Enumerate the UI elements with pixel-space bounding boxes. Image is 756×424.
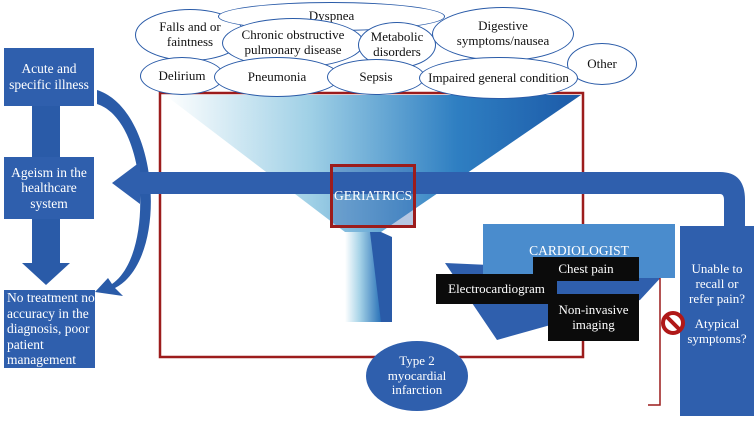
- condition-delirium: Delirium: [140, 57, 224, 95]
- ecg-label: Electrocardiogram: [448, 280, 545, 296]
- geriatrics-label: GERIATRICS: [333, 188, 412, 204]
- no-treatment-box: No treatment no accuracy in the diagnosi…: [4, 290, 95, 368]
- curved-arrow: [95, 90, 151, 296]
- ageism-arrow: [112, 162, 745, 226]
- condition-label: Delirium: [158, 67, 206, 83]
- condition-digestive: Digestive symptoms/nausea: [432, 7, 574, 61]
- prohibition-icon: [661, 311, 685, 335]
- outcome-ellipse: Type 2 myocardial infarction: [366, 341, 468, 411]
- condition-label: Sepsis: [359, 68, 393, 84]
- geriatrics-box: GERIATRICS: [330, 164, 416, 228]
- condition-sepsis: Sepsis: [327, 59, 425, 95]
- cardiologist-label: CARDIOLOGIST: [529, 243, 629, 259]
- condition-impaired: Impaired general condition: [419, 57, 578, 99]
- ecg-box: Electrocardiogram: [436, 274, 557, 304]
- condition-label: Digestive symptoms/nausea: [456, 18, 550, 48]
- no-treatment-label: No treatment no accuracy in the diagnosi…: [7, 290, 95, 368]
- condition-other: Other: [567, 43, 637, 85]
- question-atypical: Atypical symptoms?: [687, 315, 747, 346]
- left-arrow-shaft-1: [32, 103, 60, 159]
- imaging-label: Non-invasive imaging: [558, 301, 629, 332]
- condition-pneumonia: Pneumonia: [214, 57, 340, 97]
- right-box-text: Unable to recall or refer pain? Atypical…: [682, 261, 752, 402]
- condition-label: Impaired general condition: [428, 69, 569, 85]
- condition-label: Pneumonia: [247, 68, 307, 84]
- outcome-label: Type 2 myocardial infarction: [387, 352, 447, 398]
- chest-pain-label: Chest pain: [558, 260, 614, 276]
- imaging-box: Non-invasive imaging: [548, 294, 639, 341]
- funnel-spout: [345, 232, 381, 322]
- ageism-box: Ageism in the healthcare system: [4, 157, 94, 219]
- question-recall: Unable to recall or refer pain?: [689, 261, 745, 306]
- ageism-label: Ageism in the healthcare system: [11, 164, 87, 211]
- right-box: [680, 226, 754, 416]
- acute-illness-label: Acute and specific illness: [9, 61, 89, 92]
- funnel-spout-shade: [370, 232, 392, 322]
- left-arrow-shaft-2: [32, 218, 60, 268]
- condition-label: Chronic obstructive pulmonary disease: [241, 27, 345, 57]
- left-arrow-head-2: [22, 263, 70, 285]
- funnel-cone: [165, 95, 581, 232]
- acute-illness-box: Acute and specific illness: [4, 48, 94, 106]
- condition-label: Metabolic disorders: [370, 29, 424, 59]
- condition-label: Other: [587, 55, 617, 71]
- condition-label: Falls and or faintness: [159, 19, 221, 49]
